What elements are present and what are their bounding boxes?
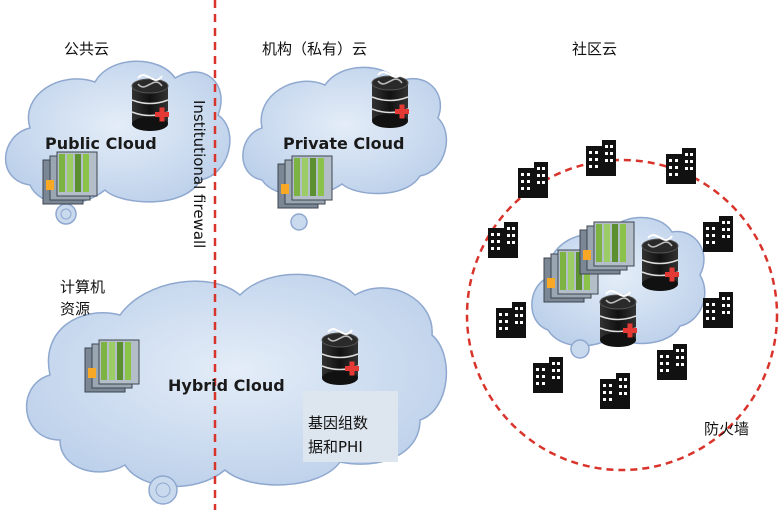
database-dna-icon — [599, 290, 638, 348]
building-icon — [600, 373, 630, 409]
building-icon — [496, 302, 526, 338]
genome-data-label-line2: 据和PHI — [308, 438, 363, 456]
building-icon — [488, 222, 518, 258]
server-rack-icon — [579, 221, 635, 275]
firewall-label: 防火墙 — [704, 420, 750, 438]
database-dna-icon — [371, 71, 410, 129]
community-firewall-circle — [465, 158, 779, 472]
compute-resources-label-line1: 计算机 — [60, 278, 106, 296]
institutional-firewall-label: Institutional firewall — [190, 100, 208, 249]
building-icon — [533, 357, 563, 393]
server-rack-icon — [42, 151, 98, 205]
hybrid-cloud-label: Hybrid Cloud — [168, 376, 285, 395]
compute-resources-label-line2: 资源 — [60, 300, 91, 318]
building-icon — [586, 140, 616, 176]
database-dna-icon — [321, 328, 360, 386]
database-dna-icon — [131, 74, 170, 132]
genome-data-label-line1: 基因组数 — [308, 414, 369, 432]
building-icon — [518, 162, 548, 198]
building-icon — [666, 148, 696, 184]
private-cloud-title: 机构（私有）云 — [262, 40, 368, 58]
database-dna-icon — [641, 234, 680, 292]
building-icon — [703, 292, 733, 328]
building-icon — [657, 344, 687, 380]
public-cloud-title: 公共云 — [64, 40, 110, 58]
building-icon — [703, 216, 733, 252]
server-rack-icon — [277, 155, 333, 209]
private-cloud-label: Private Cloud — [283, 134, 405, 153]
genome-data-box — [303, 391, 398, 462]
public-cloud-label: Public Cloud — [45, 134, 157, 153]
server-rack-icon — [84, 339, 140, 393]
community-cloud-title: 社区云 — [572, 40, 618, 58]
